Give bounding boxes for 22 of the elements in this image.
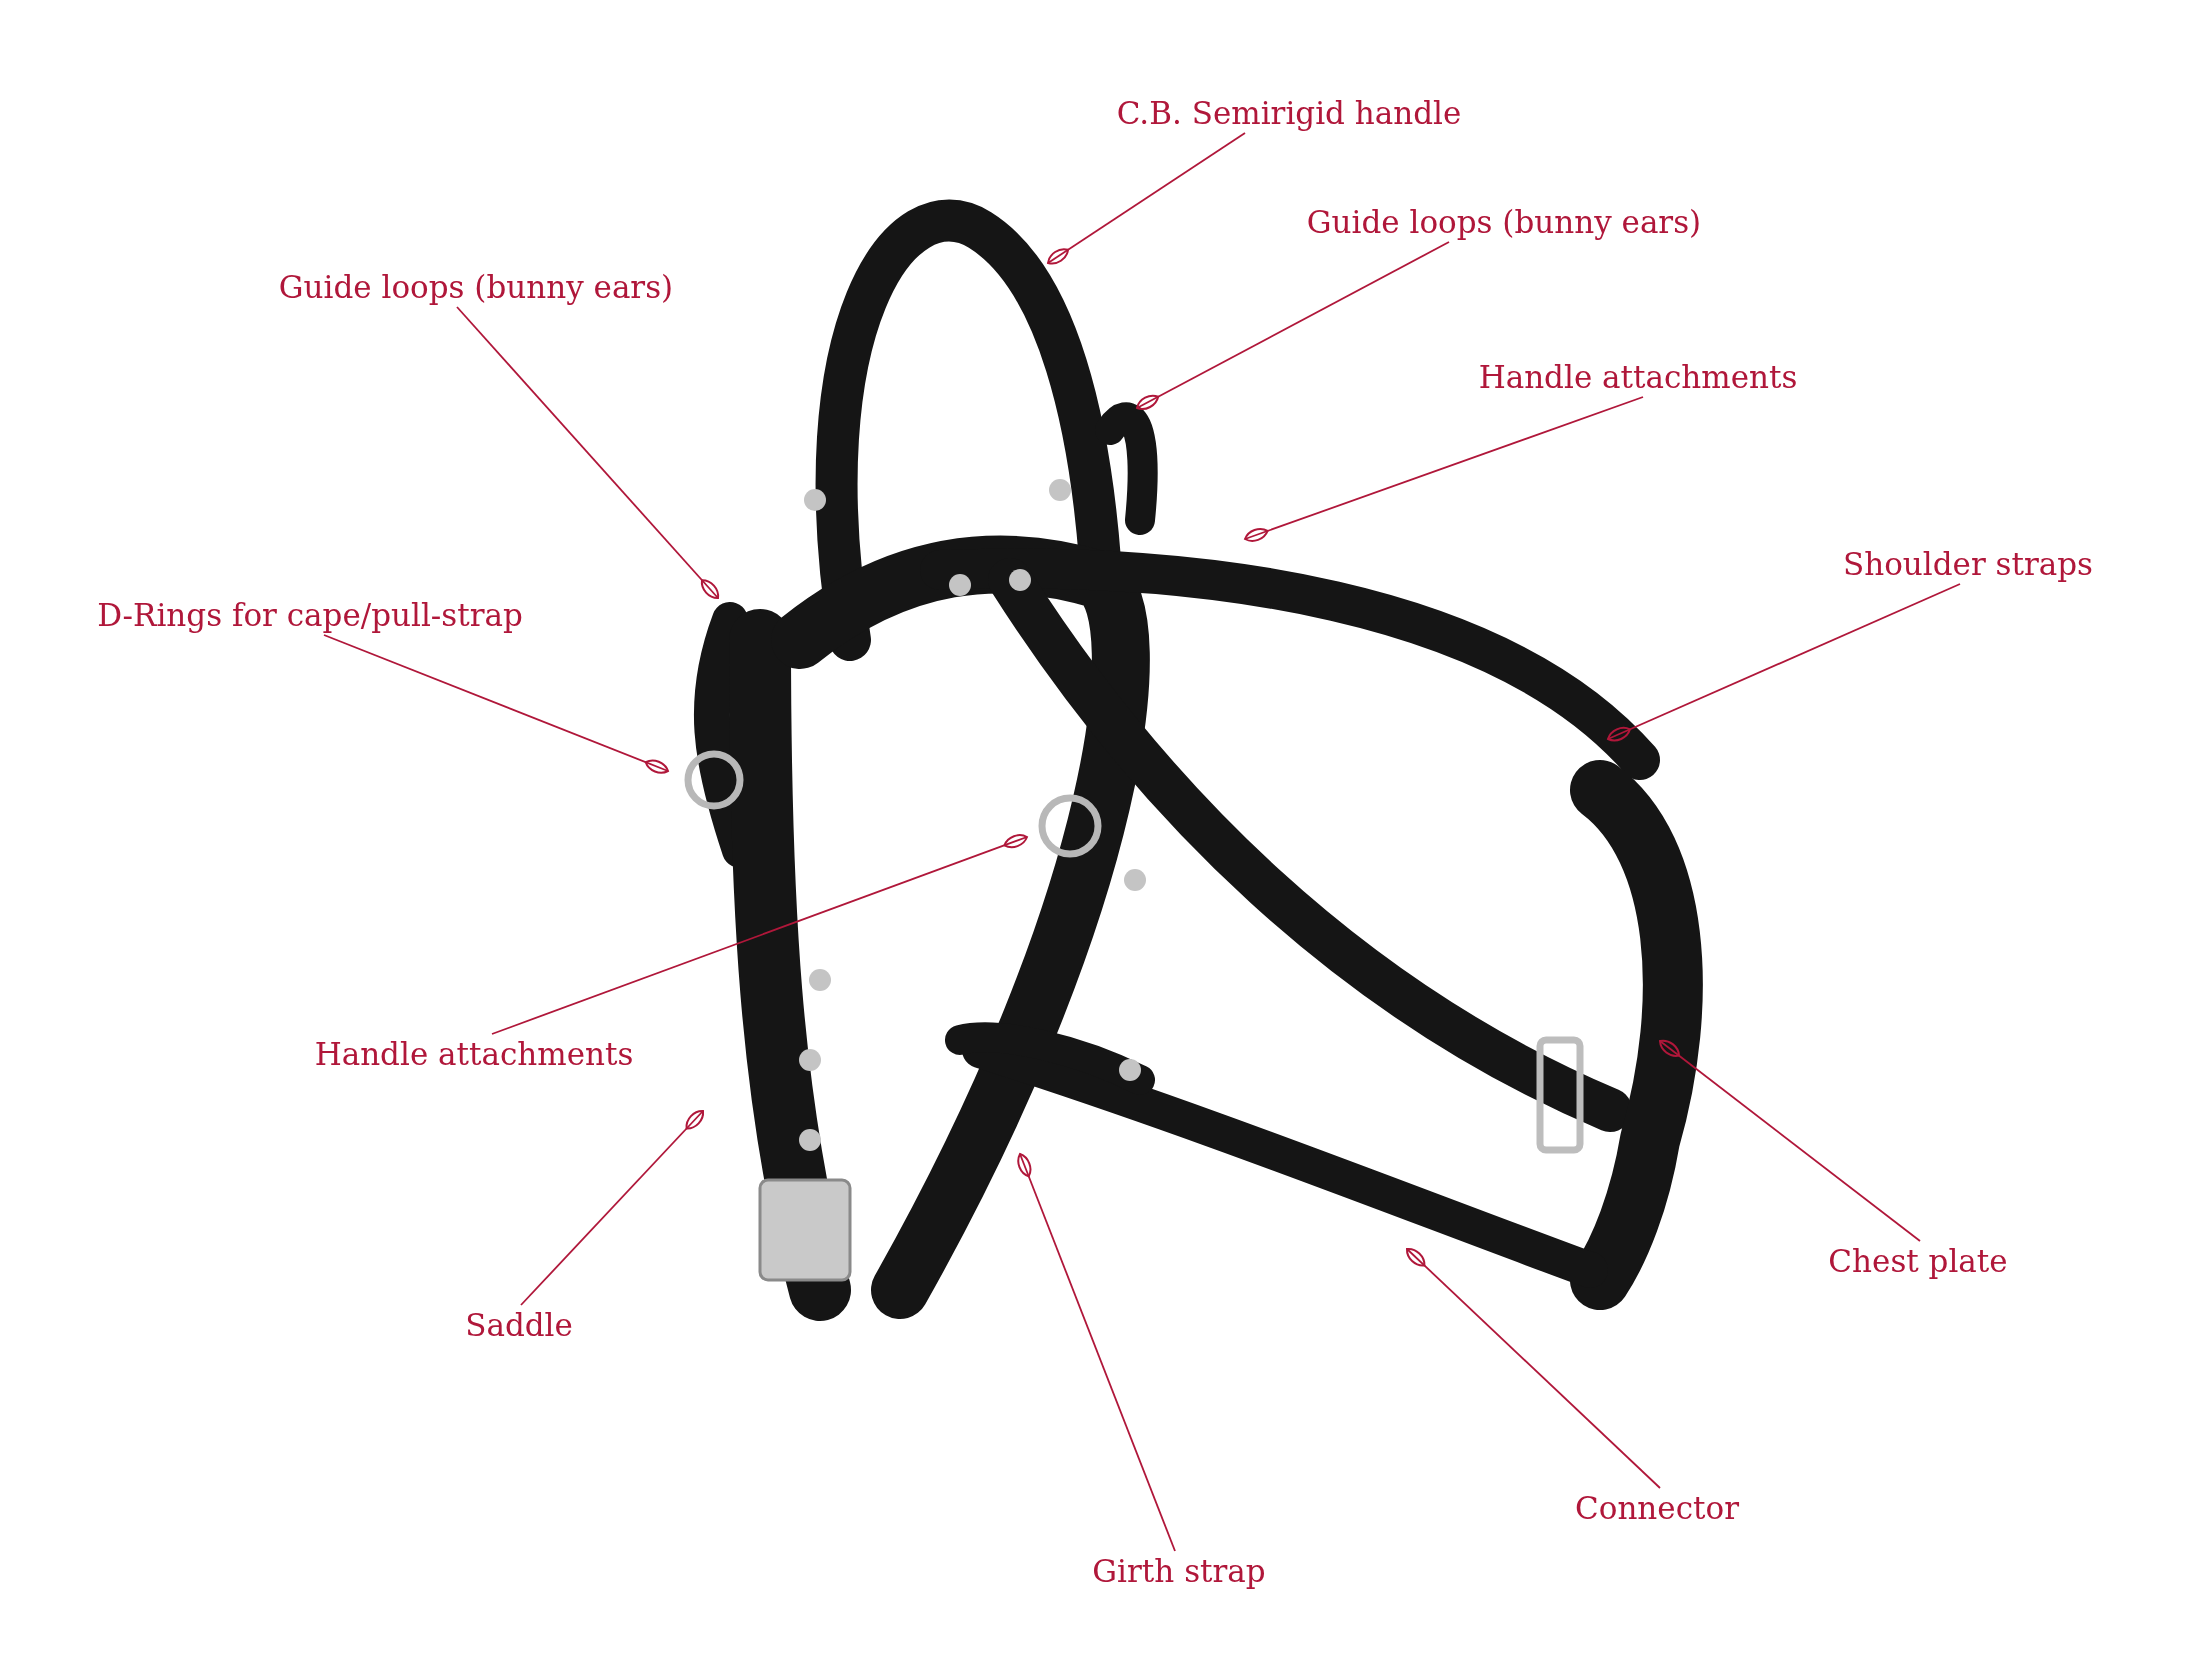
leader-line — [1047, 132, 1246, 265]
leader-line — [323, 634, 669, 774]
leader-line — [1017, 1153, 1176, 1552]
part-label: Guide loops (bunny ears) — [278, 269, 674, 305]
part-label: Shoulder straps — [1843, 546, 2093, 582]
leader-line — [1244, 396, 1644, 542]
leader-line — [456, 306, 720, 599]
part-label: Chest plate — [1828, 1243, 2008, 1279]
leader-line — [520, 1110, 705, 1306]
leader-line — [1406, 1247, 1661, 1489]
part-label: Connector — [1575, 1490, 1739, 1526]
part-label: D-Rings for cape/pull-strap — [97, 597, 523, 633]
part-label: C.B. Semirigid handle — [1116, 95, 1462, 131]
part-label: Handle attachments — [314, 1036, 634, 1072]
part-label: Girth strap — [1092, 1553, 1266, 1589]
part-label: Saddle — [465, 1307, 573, 1343]
part-label: Guide loops (bunny ears) — [1306, 204, 1702, 240]
part-label: Handle attachments — [1478, 359, 1798, 395]
leader-line — [1136, 241, 1450, 410]
leader-line — [1659, 1039, 1921, 1242]
leader-line — [1607, 583, 1961, 742]
leader-line — [491, 834, 1028, 1035]
